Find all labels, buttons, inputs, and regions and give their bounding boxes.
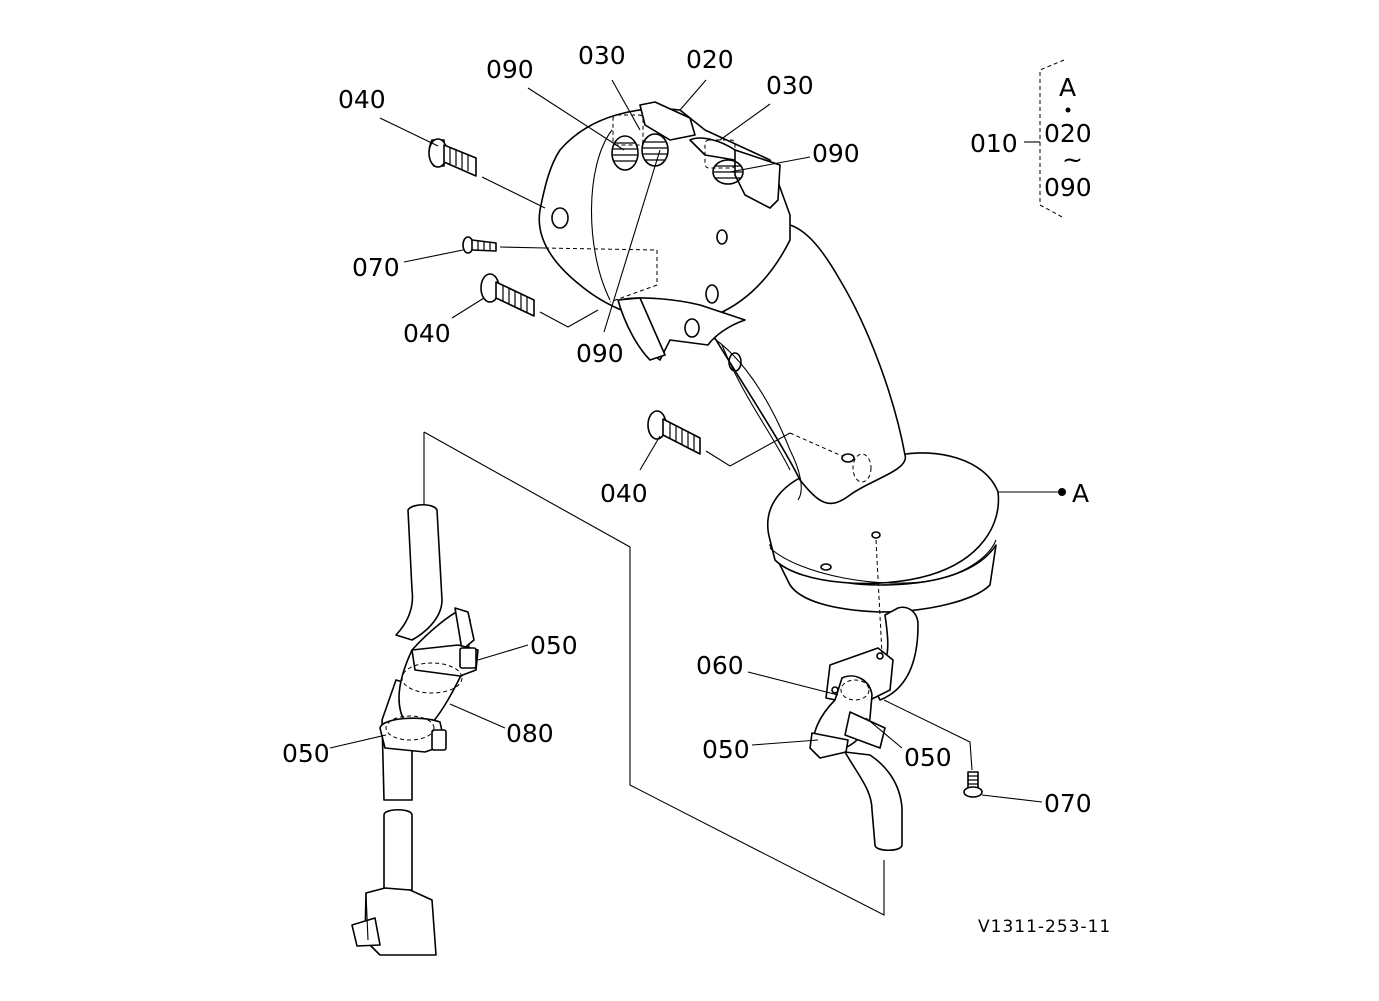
ref-a-dot: [1058, 488, 1066, 496]
callout-080: 080: [506, 719, 554, 748]
bolt-040-upper: [428, 138, 546, 209]
button-spring-3: [712, 159, 744, 185]
left-cable-assembly: [351, 431, 885, 956]
leader-lines: [329, 79, 1058, 749]
callout-050-lower-left: 050: [282, 739, 330, 768]
callout-090-lower: 090: [576, 339, 624, 368]
assembly-from: 020: [1044, 119, 1092, 148]
button-spring-1: [611, 135, 639, 171]
callout-ref-a: A: [1072, 479, 1089, 508]
screw-070-lower: [963, 771, 1043, 803]
callout-070-lower: 070: [1044, 789, 1092, 818]
callout-050-right-left: 050: [702, 735, 750, 764]
callout-040-middle: 040: [403, 319, 451, 348]
bolt-040-middle: [480, 273, 599, 328]
assembly-to: 090: [1044, 173, 1092, 202]
bolt-040-lower: [647, 410, 843, 467]
callout-090-left: 090: [486, 55, 534, 84]
callout-070-upper: 070: [352, 253, 400, 282]
callout-060: 060: [696, 651, 744, 680]
callout-030-left: 030: [578, 41, 626, 70]
grip-housing: [538, 101, 1000, 613]
callout-030-right: 030: [766, 71, 814, 100]
callout-labels: 040 070 040 090 030 020 030 090 090 040 …: [282, 41, 1111, 937]
callout-050-right: 050: [904, 743, 952, 772]
assembly-part-number: 010: [970, 129, 1018, 158]
screw-070-upper: [462, 236, 658, 303]
callout-050-upper-left: 050: [530, 631, 578, 660]
callout-040-upper: 040: [338, 85, 386, 114]
drawing-code: V1311-253-11: [978, 917, 1111, 937]
assembly-tilde: ~: [1062, 145, 1083, 174]
assembly-bracket: [1024, 59, 1071, 219]
callout-040-lower: 040: [600, 479, 648, 508]
assembly-ref: A: [1059, 73, 1076, 102]
callout-090-right: 090: [812, 139, 860, 168]
callout-020: 020: [686, 45, 734, 74]
right-cable-assembly: [809, 539, 973, 852]
